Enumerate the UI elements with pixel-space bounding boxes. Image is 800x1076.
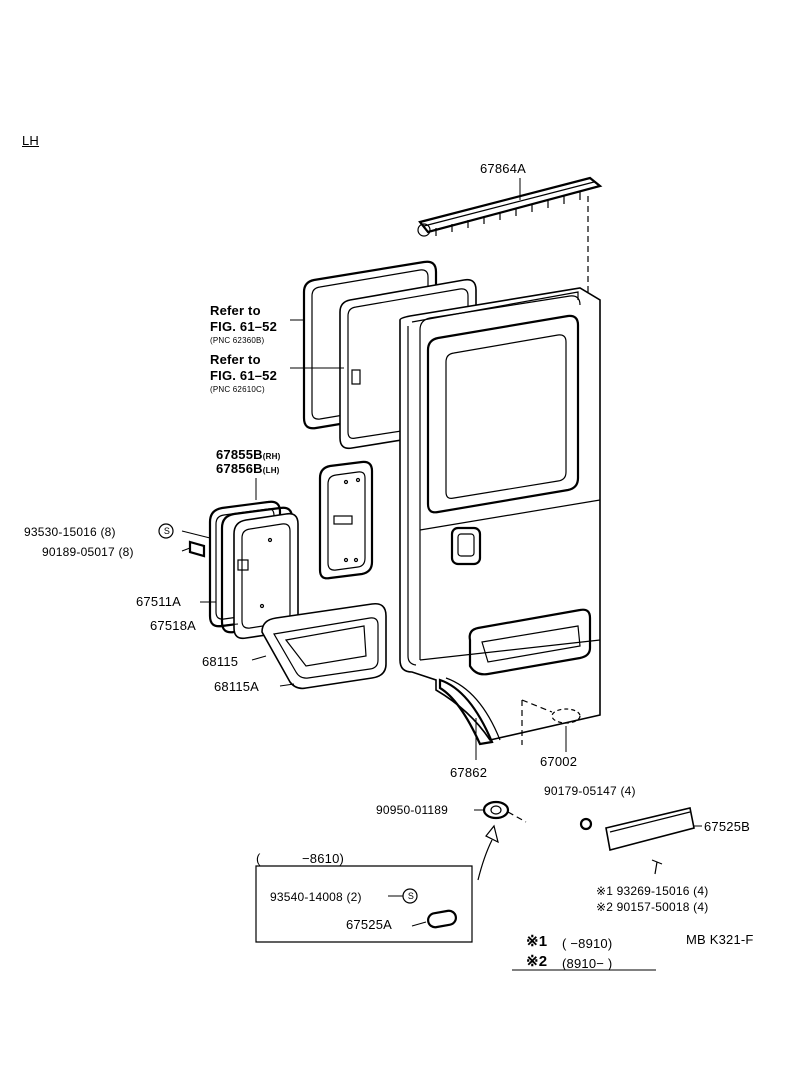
label-90157: ※2 90157-50018 (4)	[596, 900, 709, 914]
label-93530: 93530-15016 (8)	[24, 525, 116, 539]
label-93269: ※1 93269-15016 (4)	[596, 884, 709, 898]
note2-mark: ※2	[526, 953, 548, 970]
label-67525A: 67525A	[346, 917, 393, 932]
quarter-glass-stack	[208, 500, 299, 640]
label-68115: 68115	[202, 654, 239, 669]
screw-93530	[158, 523, 174, 539]
label-90189: 90189-05017 (8)	[42, 545, 134, 559]
refer2-pnc: (PNC 62610C)	[210, 385, 265, 394]
label-67518A: 67518A	[150, 618, 197, 633]
door-panel-67002	[399, 287, 601, 745]
leader-lines	[181, 178, 702, 971]
inset-range: −8610)	[302, 851, 345, 866]
plate-67525B	[579, 807, 695, 875]
label-67856B-no: 67856B	[216, 461, 263, 476]
s-mark-93530: S	[163, 526, 171, 536]
label-90179: 90179-05147 (4)	[544, 784, 636, 798]
label-67525B: 67525B	[704, 819, 751, 834]
armrest-68115	[261, 602, 387, 690]
note1-mark: ※1	[526, 933, 548, 950]
label-67511A: 67511A	[136, 594, 182, 609]
s-mark-93540: S	[407, 891, 415, 901]
side-label: LH	[22, 133, 40, 148]
grommet-90950	[477, 800, 527, 881]
label-67864A: 67864A	[480, 161, 527, 176]
label-68115A: 68115A	[214, 679, 260, 694]
label-90950: 90950-01189	[376, 803, 449, 817]
refer1-line1: Refer to	[210, 303, 261, 318]
refer1-pnc: (PNC 62360B)	[210, 336, 265, 345]
label-67855B-side: (RH)	[262, 452, 281, 461]
label-67855B: 67855B(RH)	[216, 448, 280, 462]
diagram-code: MB K321-F	[686, 932, 754, 947]
refer2-line2: FIG. 61–52	[210, 368, 278, 383]
label-67856B-side: (LH)	[262, 466, 280, 475]
clip-90189	[188, 540, 206, 558]
note2-range: (8910− )	[562, 956, 613, 971]
refer1-line2: FIG. 61–52	[210, 319, 278, 334]
inset-range-open: (	[256, 851, 261, 866]
refer2-line1: Refer to	[210, 352, 261, 367]
service-hatch	[318, 460, 374, 580]
weatherstrip-67864A	[417, 176, 603, 237]
trim-67862	[438, 677, 501, 746]
label-93540: 93540-14008 (2)	[270, 890, 362, 904]
label-67855B-no: 67855B	[216, 447, 263, 462]
note1-range: ( −8910)	[562, 936, 613, 951]
label-67862: 67862	[450, 765, 488, 780]
label-67002: 67002	[540, 754, 578, 769]
label-67856B: 67856B(LH)	[216, 462, 280, 476]
